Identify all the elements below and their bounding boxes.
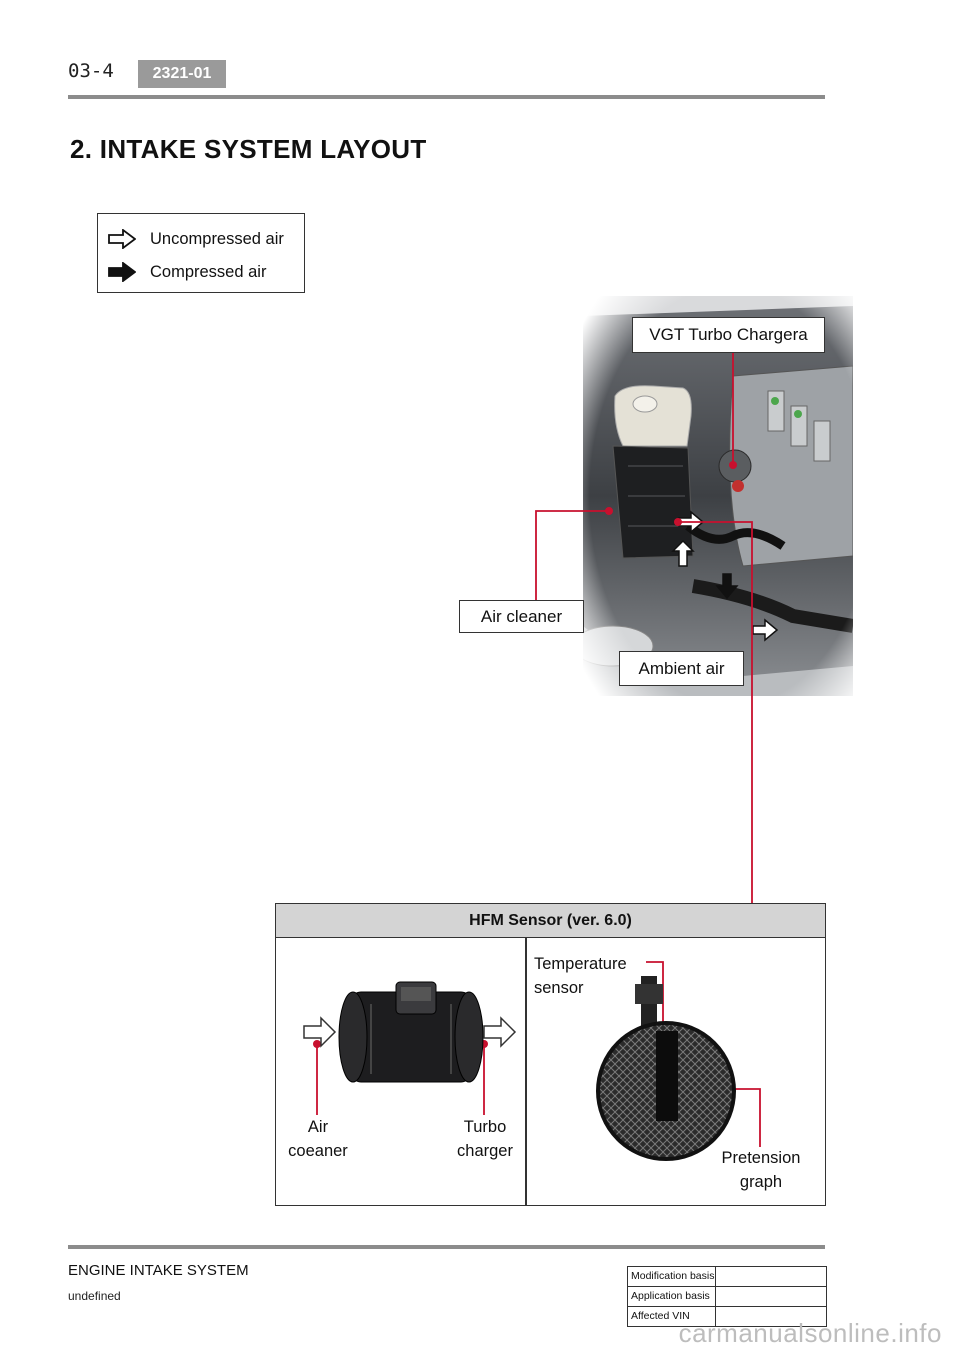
legend-box: Uncompressed air Compressed air (97, 213, 305, 293)
legend-label: Uncompressed air (150, 229, 284, 248)
ambient-air-callout: Ambient air (619, 651, 744, 686)
temperature-sensor-label: Temperature sensor (534, 955, 627, 997)
header-rule (68, 95, 825, 99)
hfm-air-cleaner-label: Air coeaner (288, 1118, 348, 1160)
outline-arrow-icon (108, 229, 136, 249)
pretension-graph-label: Pretension graph (721, 1149, 801, 1191)
section-code-badge: 2321-01 (138, 60, 226, 88)
modification-basis-label: Modification basis (628, 1267, 716, 1286)
legend-item-compressed: Compressed air (108, 260, 266, 284)
table-row: Application basis (628, 1287, 826, 1307)
hfm-title: HFM Sensor (ver. 6.0) (276, 904, 825, 938)
footer-rule (68, 1245, 825, 1249)
section-title: 2. INTAKE SYSTEM LAYOUT (70, 134, 427, 164)
page-number: 03-4 (68, 60, 114, 82)
table-row: Modification basis (628, 1267, 826, 1287)
footer-title: ENGINE INTAKE SYSTEM (68, 1262, 249, 1279)
hfm-divider (525, 938, 527, 1206)
solid-arrow-icon (108, 262, 136, 282)
air-cleaner-callout: Air cleaner (459, 600, 584, 633)
table-row: Affected VIN (628, 1307, 826, 1327)
hfm-sensor-panel: HFM Sensor (ver. 6.0) Air coeaner Turbo … (275, 903, 826, 1206)
hfm-side-view-image (303, 981, 517, 1083)
watermark: carmanualsonline.info (678, 1318, 942, 1348)
engine-bay-photo (583, 296, 853, 696)
application-basis-label: Application basis (628, 1287, 716, 1306)
modification-table: Modification basis Application basis Aff… (627, 1266, 827, 1327)
footer-subtitle: undefined (68, 1289, 121, 1303)
affected-vin-label: Affected VIN (628, 1307, 716, 1327)
vgt-turbo-callout: VGT Turbo Chargera (632, 317, 825, 353)
hfm-front-view-image (596, 976, 736, 1161)
legend-label: Compressed air (150, 262, 267, 281)
hfm-turbo-label: Turbo charger (457, 1118, 513, 1160)
legend-item-uncompressed: Uncompressed air (108, 227, 284, 251)
